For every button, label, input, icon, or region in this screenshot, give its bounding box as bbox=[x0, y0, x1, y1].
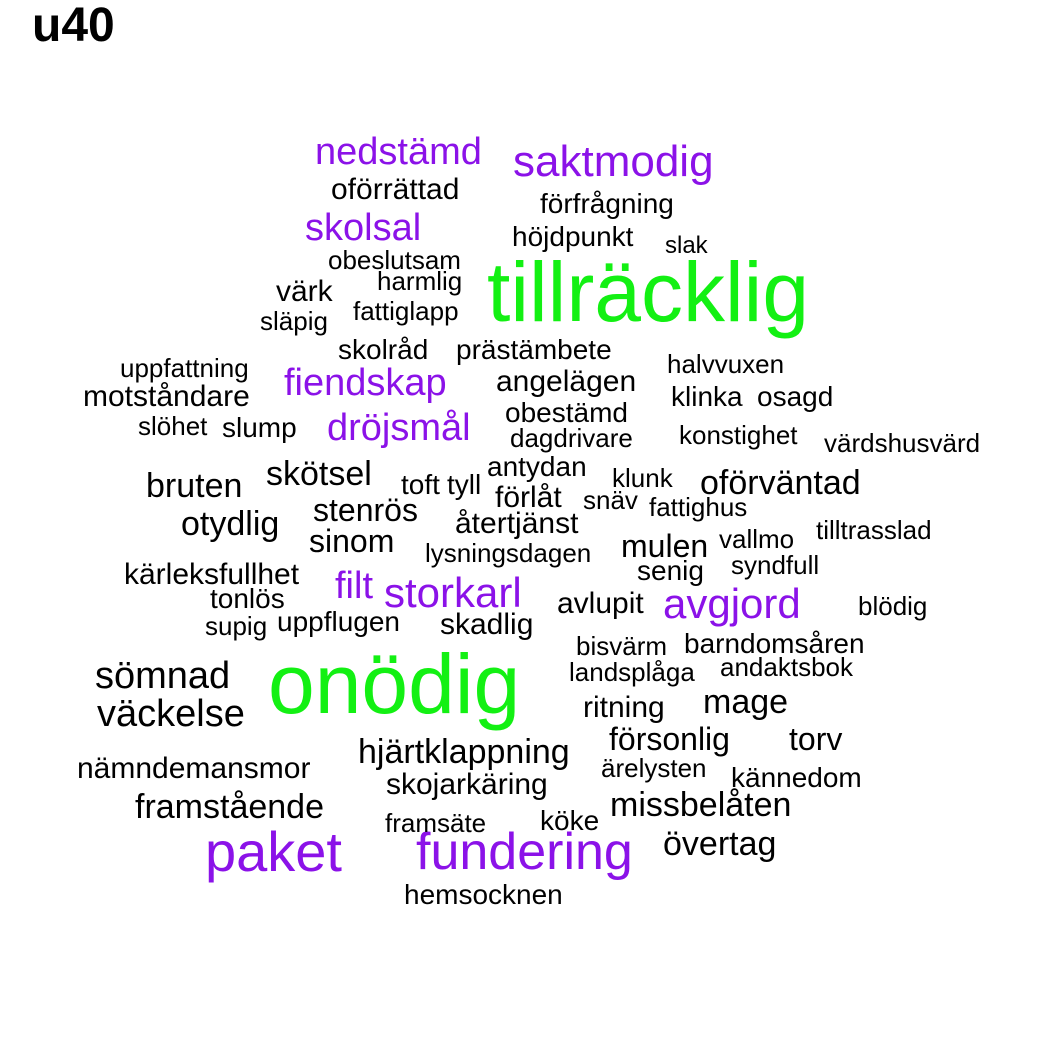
cloud-word: senig bbox=[637, 555, 704, 586]
cloud-word: missbelåten bbox=[610, 786, 792, 824]
cloud-word: skolråd bbox=[338, 334, 429, 365]
cloud-word: snäv bbox=[583, 485, 638, 515]
cloud-word: tilltrasslad bbox=[816, 515, 932, 545]
cloud-word: klunk bbox=[612, 463, 673, 493]
cloud-word: obestämd bbox=[505, 397, 628, 428]
cloud-word: lysningsdagen bbox=[425, 538, 592, 568]
cloud-word: uppfattning bbox=[120, 353, 249, 383]
cloud-word: ärelysten bbox=[601, 753, 707, 783]
cloud-word: framstående bbox=[135, 788, 324, 826]
cloud-word: antydan bbox=[487, 451, 587, 482]
cloud-word: mage bbox=[703, 683, 789, 721]
cloud-word: nedstämd bbox=[315, 131, 482, 173]
cloud-word: slak bbox=[665, 232, 708, 259]
cloud-word: tillräcklig bbox=[487, 245, 810, 339]
cloud-word: klinka bbox=[671, 381, 743, 412]
cloud-word: storkarl bbox=[384, 569, 522, 616]
cloud-word: kännedom bbox=[731, 762, 862, 793]
cloud-word: obeslutsam bbox=[328, 245, 461, 275]
cloud-word: fattiglapp bbox=[353, 296, 459, 326]
cloud-word: prästämbete bbox=[456, 334, 612, 365]
cloud-word: stenrös bbox=[313, 492, 418, 528]
cloud-word: uppflugen bbox=[277, 606, 401, 637]
cloud-word: tyll bbox=[447, 469, 482, 500]
cloud-word: mulen bbox=[621, 528, 709, 564]
cloud-word: dagdrivare bbox=[510, 423, 633, 453]
cloud-word: sinom bbox=[309, 523, 395, 559]
cloud-word: hemsocknen bbox=[404, 879, 563, 910]
cloud-word: halvvuxen bbox=[667, 349, 785, 379]
cloud-word: onödig bbox=[268, 637, 521, 731]
cloud-word: fiendskap bbox=[284, 362, 447, 404]
cloud-word: syndfull bbox=[731, 550, 820, 580]
cloud-word: skötsel bbox=[266, 455, 372, 493]
cloud-word: torv bbox=[789, 721, 843, 757]
cloud-word: blödig bbox=[858, 591, 928, 621]
cloud-word: oförrättad bbox=[331, 173, 460, 206]
cloud-word: konstighet bbox=[679, 420, 798, 450]
cloud-word: toft bbox=[401, 469, 440, 500]
cloud-title: u40 bbox=[32, 0, 115, 52]
cloud-word: angelägen bbox=[496, 365, 637, 398]
cloud-word: köke bbox=[540, 805, 600, 836]
cloud-word: värdshusvärd bbox=[824, 428, 981, 458]
cloud-word: förlåt bbox=[495, 481, 562, 514]
cloud-word: höjdpunkt bbox=[512, 221, 634, 252]
cloud-word: dröjsmål bbox=[327, 407, 471, 449]
cloud-word: paket bbox=[205, 820, 342, 883]
cloud-word: väckelse bbox=[97, 693, 245, 735]
cloud-word: slump bbox=[222, 412, 297, 443]
cloud-word: återtjänst bbox=[455, 507, 579, 540]
cloud-word: övertag bbox=[663, 825, 777, 863]
cloud-word: avlupit bbox=[557, 587, 644, 620]
cloud-word: slöhet bbox=[138, 411, 208, 441]
cloud-word: tonlös bbox=[210, 583, 285, 614]
cloud-word: osagd bbox=[757, 381, 834, 412]
cloud-word: förfrågning bbox=[540, 188, 674, 219]
cloud-word: hjärtklappning bbox=[358, 733, 570, 771]
cloud-word: supig bbox=[205, 611, 268, 641]
cloud-word: filt bbox=[335, 565, 373, 607]
cloud-word: skojarkäring bbox=[386, 768, 548, 801]
cloud-word: skadlig bbox=[440, 608, 534, 641]
cloud-word: vallmo bbox=[719, 524, 795, 554]
cloud-word: landsplåga bbox=[569, 657, 695, 687]
cloud-word: avgjord bbox=[663, 580, 801, 627]
cloud-word: bisvärm bbox=[576, 631, 668, 661]
cloud-word: bruten bbox=[146, 467, 243, 505]
cloud-word: skolsal bbox=[305, 207, 422, 249]
cloud-word: fattighus bbox=[649, 492, 748, 522]
cloud-word: fundering bbox=[416, 823, 633, 881]
cloud-word: andaktsbok bbox=[720, 652, 853, 682]
cloud-word: ritning bbox=[583, 691, 665, 724]
cloud-word: otydlig bbox=[181, 505, 280, 543]
cloud-word: nämndemansmor bbox=[77, 752, 311, 785]
cloud-word: värk bbox=[276, 275, 333, 308]
cloud-word: sömnad bbox=[95, 655, 231, 697]
cloud-word: framsäte bbox=[385, 808, 487, 838]
cloud-word: saktmodig bbox=[513, 137, 714, 186]
cloud-word: försonlig bbox=[609, 721, 730, 757]
cloud-word: kärleksfullhet bbox=[124, 558, 300, 591]
cloud-word: oförväntad bbox=[700, 464, 861, 502]
cloud-word: motståndare bbox=[83, 380, 250, 413]
cloud-word: släpig bbox=[260, 306, 328, 336]
cloud-word: harmlig bbox=[377, 266, 463, 296]
cloud-word: barndomsåren bbox=[684, 628, 865, 659]
